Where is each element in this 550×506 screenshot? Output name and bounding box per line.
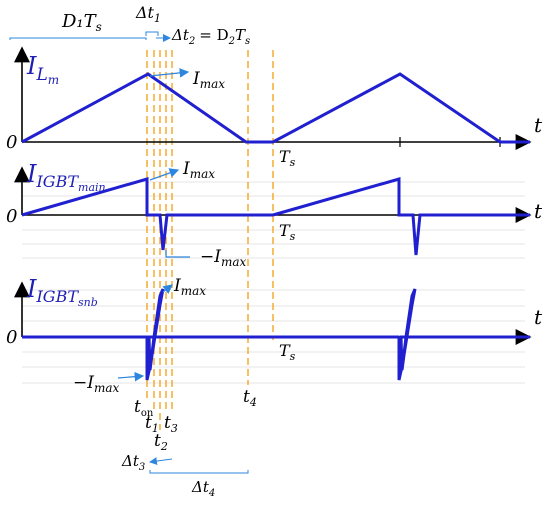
t3-sub: 3 [171,422,178,435]
svg-text:−Imax: −Imax [200,247,247,269]
main-name: I [26,160,37,188]
snb-imax-sub: max [181,284,207,298]
snb-neg-imax-sub: max [94,381,120,395]
dt2-sub: 2 [188,36,195,47]
ilm-name: I [26,52,37,80]
svg-text:Δt2= D2Ts: Δt2= D2Ts [171,26,250,47]
svg-text:t2: t2 [154,431,168,453]
main-axis-var: t [534,199,543,223]
dt4-sub: 4 [208,488,215,499]
main-ts-sub: s [290,230,296,243]
snb-name: I [26,275,37,303]
d1ts-sub: s [96,20,102,34]
svg-text:IIGBTmain: IIGBTmain [26,160,106,194]
snb-neg-imax: −I [73,373,94,393]
svg-text:Ts: Ts [279,147,296,169]
guide-lines [146,50,274,430]
panel-ilm: 0 t ILm Imax Ts [6,46,543,169]
ilm-zero: 0 [6,132,17,153]
svg-text:Imax: Imax [182,159,215,181]
snb-imax-arrow [162,284,173,294]
dt3-arrow [149,457,173,466]
dt3-sub: 3 [139,462,145,473]
ilm-ts: T [279,147,291,166]
main-name-subsub: main [78,181,106,194]
dt2-ts-sub: s [245,36,250,47]
ilm-axis-var: t [534,113,543,137]
ilm-imax-sub: max [200,77,226,91]
dt2-ts: T [235,26,246,44]
ilm-ts-sub: s [290,156,296,169]
main-neg-imax-arrow [165,250,190,258]
dt2-label: Δt [171,26,190,44]
top-annotations: D₁Ts Δt1 Δt2= D2Ts [9,3,250,47]
t4-label: t [243,387,250,407]
svg-text:Δt4: Δt4 [191,478,215,499]
ton-label: t [134,397,141,417]
ton-sub: on [141,408,154,419]
dt4-bracket [149,470,249,474]
ilm-waveform [21,72,530,144]
dt1-bracket [145,31,159,36]
t1-sub: 1 [152,422,159,435]
t4-sub: 4 [249,396,257,409]
svg-text:Ts: Ts [279,221,296,243]
snb-zero: 0 [6,327,17,348]
dt4-label: Δt [191,478,210,496]
main-imax-arrow [149,168,180,181]
dt1-label: Δt [135,3,155,22]
svg-text:t4: t4 [243,387,257,409]
panel-igbt-main: 0 t IIGBTmain Imax −Imax Ts [6,159,543,269]
svg-text:t3: t3 [164,413,178,435]
ilm-name-subsub: m [48,73,59,87]
grid [22,181,525,384]
snb-waveform-1 [22,288,399,381]
t2-sub: 2 [160,440,168,453]
ilm-imax: I [192,69,200,89]
snb-axis-var: t [534,305,543,329]
d1ts-label: D₁T [61,11,98,32]
snb-imax: I [173,276,181,296]
main-imax-sub: max [190,167,216,181]
svg-text:IIGBTsnb: IIGBTsnb [26,275,98,309]
svg-text:Δt3: Δt3 [121,452,145,473]
dt3-label: Δt [121,452,140,470]
main-imax: I [182,159,190,179]
main-ts: T [279,221,291,240]
svg-text:ILm: ILm [26,52,59,87]
svg-text:D₁Ts: D₁Ts [61,11,102,34]
panel-igbt-snb: 0 t IIGBTsnb Imax −Imax Ts [6,275,543,395]
t1-label: t [145,413,152,433]
main-waveform-2 [272,177,530,256]
svg-text:Imax: Imax [173,276,206,298]
d1ts-bracket [9,37,147,40]
svg-text:ton: ton [134,397,154,419]
snb-name-sub: IGBT [35,287,79,306]
dt2-eq-sub: 2 [228,36,235,47]
svg-text:Ts: Ts [279,341,296,363]
t2-label: t [154,431,161,451]
main-neg-imax-sub: max [221,255,247,269]
dt2-eq: = D [199,26,228,44]
main-name-sub: IGBT [35,172,79,191]
snb-ts: T [279,341,291,360]
ilm-name-sub: L [35,65,47,85]
bottom-annotations: ton t1 t3 t2 t4 Δt3 Δt4 [121,387,257,499]
svg-text:t1: t1 [145,413,159,435]
snb-waveform-2 [397,288,530,381]
svg-text:−Imax: −Imax [73,373,120,395]
snb-name-subsub: snb [78,296,98,309]
snb-ts-sub: s [290,350,296,363]
ilm-imax-arrow [149,68,190,78]
t3-label: t [164,413,171,433]
main-waveform-1 [21,177,273,251]
main-neg-imax: −I [200,247,221,267]
dt1-sub: 1 [154,12,161,25]
main-zero: 0 [6,206,17,227]
svg-text:Δt1: Δt1 [135,3,161,25]
svg-text:Imax: Imax [192,69,225,91]
snb-neg-imax-arrow [117,371,145,382]
